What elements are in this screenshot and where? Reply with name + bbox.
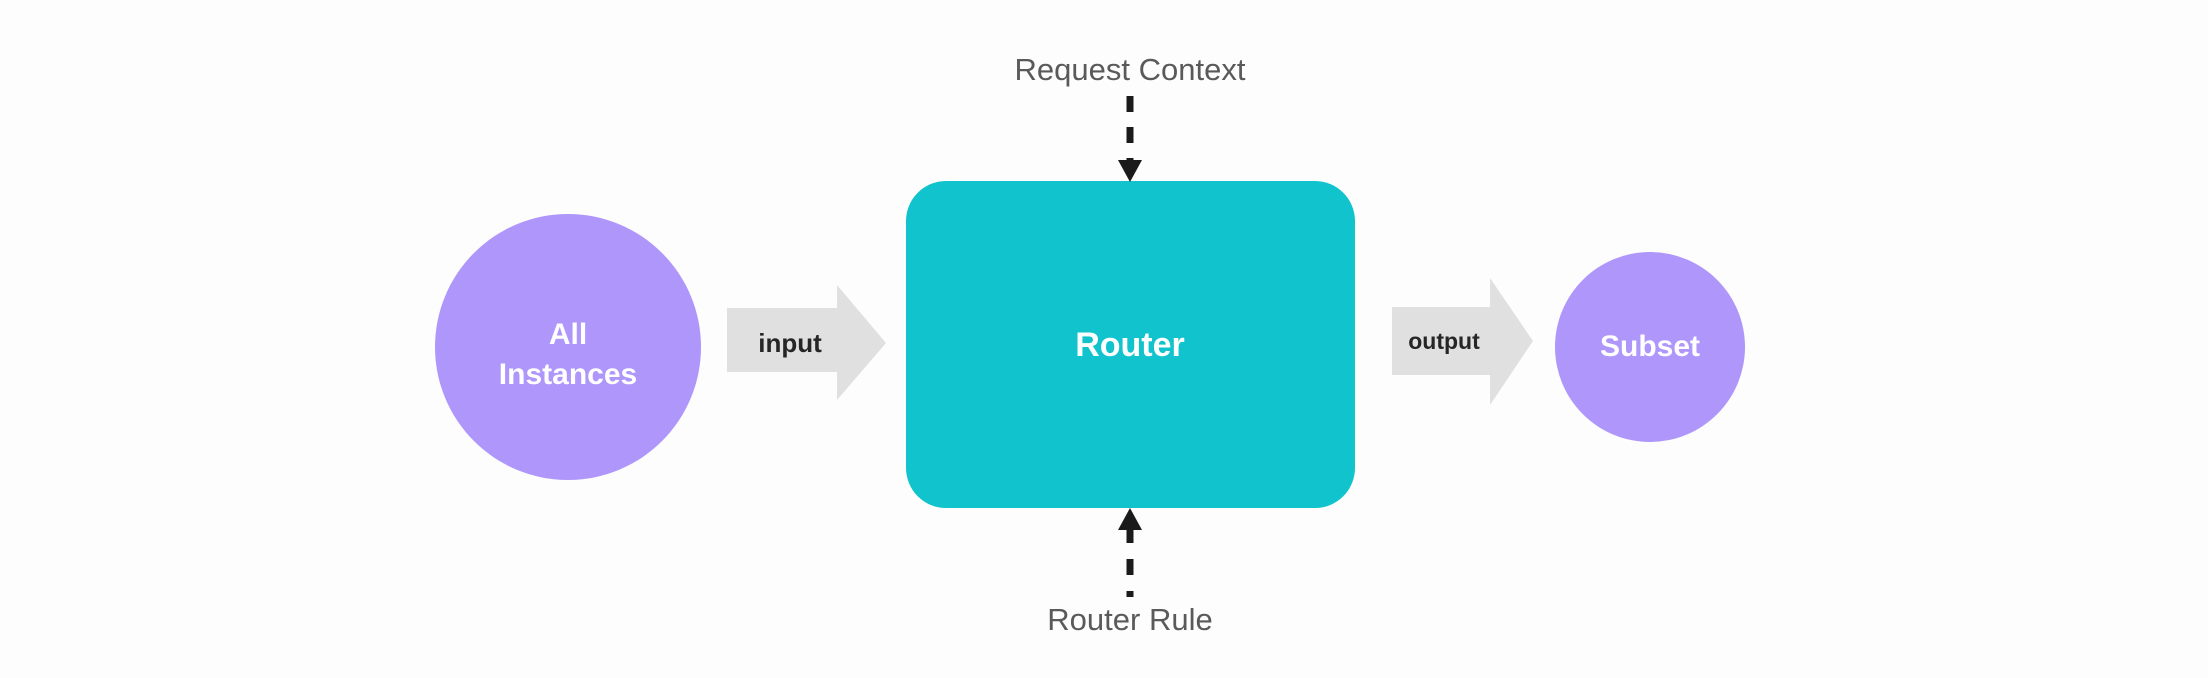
router-box-shape	[906, 181, 1355, 508]
subset-label: Subset	[1600, 330, 1700, 363]
annotation-router-rule[interactable]: Router Rule	[1047, 508, 1213, 637]
all-instances-label-line1: All	[549, 318, 587, 351]
node-subset[interactable]: Subset	[1555, 252, 1745, 442]
input-arrow-shape	[727, 285, 886, 400]
output-arrow-label: output	[1408, 328, 1480, 354]
annotation-request-context[interactable]: Request Context	[1015, 52, 1246, 182]
all-instances-circle-shape	[435, 214, 701, 480]
input-arrow-label: input	[758, 328, 822, 358]
flow-arrow-input[interactable]: input	[727, 285, 886, 400]
router-rule-arrowhead-up-icon	[1118, 508, 1142, 530]
all-instances-label-line2: Instances	[499, 358, 637, 391]
request-context-label: Request Context	[1015, 52, 1246, 87]
router-rule-label: Router Rule	[1047, 602, 1212, 637]
request-context-arrowhead-down-icon	[1118, 160, 1142, 182]
subset-circle-shape	[1555, 252, 1745, 442]
output-arrow-shape	[1392, 278, 1533, 405]
flow-arrow-output[interactable]: output	[1392, 278, 1533, 405]
router-label: Router	[1075, 326, 1185, 364]
node-router[interactable]: Router	[906, 181, 1355, 508]
node-all-instances[interactable]: All Instances	[435, 214, 701, 480]
